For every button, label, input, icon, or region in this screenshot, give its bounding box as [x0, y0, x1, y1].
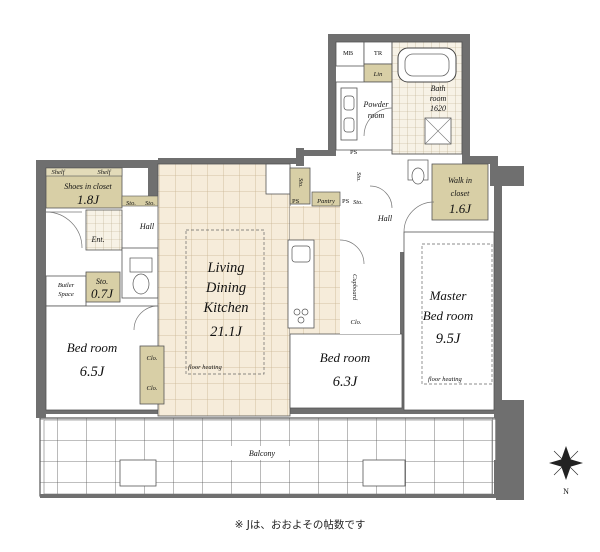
sto-hall-label: Sto. — [353, 199, 363, 206]
ps-label-2: PS — [342, 198, 350, 205]
master-label-1: Master — [429, 288, 468, 303]
shoes-closet-size: 1.8J — [77, 192, 100, 207]
floor-heating-ldk: floor heating — [188, 364, 223, 371]
butler-label-2: Space — [58, 291, 74, 298]
lin-label: Lin — [373, 71, 383, 78]
hall-right-label: Hall — [377, 214, 393, 223]
balcony — [39, 417, 497, 497]
walkin-size: 1.6J — [449, 201, 472, 216]
master-label-2: Bed room — [423, 308, 473, 323]
shelf-left-label: Shelf — [52, 169, 66, 176]
ldk-label-1: Living — [206, 260, 244, 276]
pantry-label: Pantry — [316, 198, 335, 205]
shelf-right-label: Shelf — [98, 169, 112, 176]
clo-bed1-a: Clo. — [146, 355, 157, 362]
sto-top-1: Sto. — [126, 200, 136, 207]
ps-label-3: PS — [350, 149, 358, 156]
cupboard-label: Cupboard — [351, 274, 358, 301]
butler-label-1: Butler — [58, 282, 75, 289]
bed1-size: 6.5J — [80, 364, 105, 380]
sto-07-size: 0.7J — [91, 286, 114, 301]
bed1-label: Bed room — [67, 340, 117, 355]
sto-top-2: Sto. — [145, 200, 155, 207]
bed2-label: Bed room — [320, 350, 370, 365]
entrance-area — [45, 167, 161, 307]
bedroom-1 — [45, 305, 165, 411]
walkin-label-1: Walk in — [448, 176, 472, 185]
sto-lobby-label: Sto. — [355, 172, 362, 182]
floor-heating-master: floor heating — [428, 376, 463, 383]
bed2-size: 6.3J — [333, 374, 358, 390]
balcony-label: Balcony — [249, 449, 276, 458]
master-bedroom — [369, 159, 495, 411]
ent-label: Ent. — [90, 235, 104, 244]
mb-label: MB — [343, 50, 354, 57]
ldk-size: 21.1J — [210, 324, 242, 340]
powder-label-2: room — [368, 111, 385, 120]
clo-bed1-b: Clo. — [146, 385, 157, 392]
ps-label-1: PS — [292, 198, 300, 205]
footnote: ※ Jは、おおよその帖数です — [235, 518, 366, 531]
sto-07-label: Sto. — [96, 277, 108, 286]
sto-kitchen-label: Sto. — [297, 178, 304, 188]
hall-left-label: Hall — [139, 222, 155, 231]
ldk-label-3: Kitchen — [202, 300, 248, 316]
tr-label: TR — [374, 50, 383, 57]
ldk-label-2: Dining — [205, 280, 246, 296]
clo-kitchen-label: Clo. — [350, 319, 361, 326]
bath-label-2: room — [430, 94, 447, 103]
powder-label-1: Powder — [363, 100, 390, 109]
compass — [549, 446, 583, 480]
master-size: 9.5J — [436, 331, 461, 347]
shoes-closet-label: Shoes in closet — [64, 182, 112, 191]
bedroom-2 — [289, 206, 403, 409]
compass-north-label: N — [563, 487, 569, 496]
bath-label-1: Bath — [430, 84, 445, 93]
walkin-label-2: closet — [451, 189, 470, 198]
service-block — [335, 41, 463, 155]
bath-label-3: 1620 — [430, 104, 446, 113]
